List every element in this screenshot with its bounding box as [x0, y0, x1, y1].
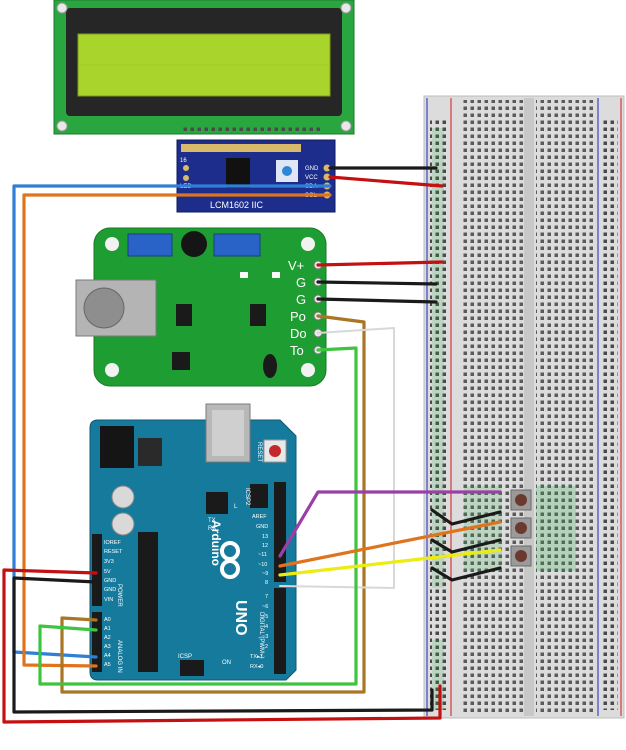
arduino-icsp-label: ICSP: [178, 654, 192, 660]
pin-2: 2: [265, 644, 268, 650]
arduino-model-label: UNO: [232, 600, 249, 636]
wire-ph-po: [60, 314, 366, 694]
arduino-icsp2-label: ICSP2: [244, 488, 250, 506]
wire-lcd-sda: [12, 184, 332, 659]
wire-ph-g2: [316, 297, 438, 304]
ph-pin-po: Po: [290, 309, 306, 324]
arduino-brand-label: Arduino: [209, 520, 223, 566]
arduino-analog-label: ANALOG IN: [116, 640, 122, 673]
ph-sensor-module: V+ G G Po Do To: [75, 227, 327, 387]
pin-10: ~10: [258, 562, 267, 568]
pin-rx0: RX◂0: [250, 664, 263, 670]
push-button-1: [510, 489, 532, 511]
pin-13: 13: [262, 534, 268, 540]
pin-ioref: IOREF: [104, 540, 121, 546]
pin-5: ~5: [262, 614, 268, 620]
wire-lcd-vcc: [328, 175, 444, 188]
arduino-digital-label: DIGITAL (PWM~): [258, 612, 264, 659]
pin-a1: A1: [104, 626, 111, 632]
arduino-reset-label: RESET: [256, 442, 262, 462]
wire-ph-g1: [316, 280, 438, 286]
pin-8: 8: [265, 580, 268, 586]
wire-button-gnd-1: [430, 508, 502, 526]
wire-button-purple: [278, 490, 502, 558]
arduino-rx-label: RX: [208, 526, 216, 532]
breadboard: [423, 95, 625, 719]
pin-gnd-2: GND: [104, 587, 116, 593]
wire-button-yellow: [278, 548, 502, 577]
wire-gnd: [12, 576, 434, 714]
ph-pin-to: To: [290, 343, 304, 358]
push-button-2: [510, 517, 532, 539]
pin-3: ~3: [262, 634, 268, 640]
pin-a3: A3: [104, 644, 111, 650]
arduino-power-label: POWER: [116, 584, 122, 607]
pin-tx1: TX▸1: [250, 654, 263, 660]
wire-lcd-scl: [22, 193, 332, 668]
ph-pin-vplus: V+: [288, 258, 304, 273]
pin-a0: A0: [104, 617, 111, 623]
i2c-adapter: 16 LED GND VCC SDA SCL LCM1602 IIC: [176, 139, 336, 213]
arduino-uno: Arduino UNO DIGITAL (PWM~) POWER ANALOG …: [89, 403, 297, 681]
ph-pin-g1: G: [296, 275, 306, 290]
pin-12: 12: [262, 543, 268, 549]
pin-9: ~9: [262, 571, 268, 577]
ph-pin-do: Do: [290, 326, 307, 341]
pin-7: 7: [265, 594, 268, 600]
pin-gnd-top: GND: [256, 524, 268, 530]
pin-vin: VIN: [104, 597, 113, 603]
lcd-pin-vcc: VCC: [305, 175, 318, 181]
lcd-pin-gnd: GND: [305, 166, 319, 172]
arduino-l-label: L: [234, 504, 238, 510]
pin-3v3: 3V3: [104, 559, 114, 565]
lcd-pin16-label: 16: [180, 158, 187, 164]
pin-a2: A2: [104, 635, 111, 641]
pin-5v: 5V: [104, 569, 111, 575]
pin-aref: AREF: [252, 514, 267, 520]
push-button-3: [510, 545, 532, 567]
pin-6: ~6: [262, 604, 268, 610]
pin-gnd-1: GND: [104, 578, 116, 584]
wire-ph-vplus: [316, 260, 444, 267]
wire-button-gnd-2: [430, 538, 502, 554]
arduino-on-label: ON: [222, 660, 231, 666]
ph-pin-g2: G: [296, 292, 306, 307]
arduino-tx-label: TX: [208, 518, 216, 524]
wire-button-gnd-3: [430, 566, 502, 582]
lcd-module-label: LCM1602 IIC: [210, 200, 264, 210]
pin-4: 4: [265, 624, 268, 630]
pin-a4: A4: [104, 653, 111, 659]
wire-5v: [2, 568, 442, 724]
arduino-logo-icon: [220, 541, 240, 579]
pin-11: ~11: [258, 552, 267, 558]
wire-ph-do: [279, 327, 395, 589]
pin-reset: RESET: [104, 549, 123, 555]
pin-a5: A5: [104, 662, 111, 668]
wire-button-orange: [278, 520, 502, 568]
lcd-display: [53, 0, 355, 135]
wire-ph-to: [38, 346, 358, 686]
